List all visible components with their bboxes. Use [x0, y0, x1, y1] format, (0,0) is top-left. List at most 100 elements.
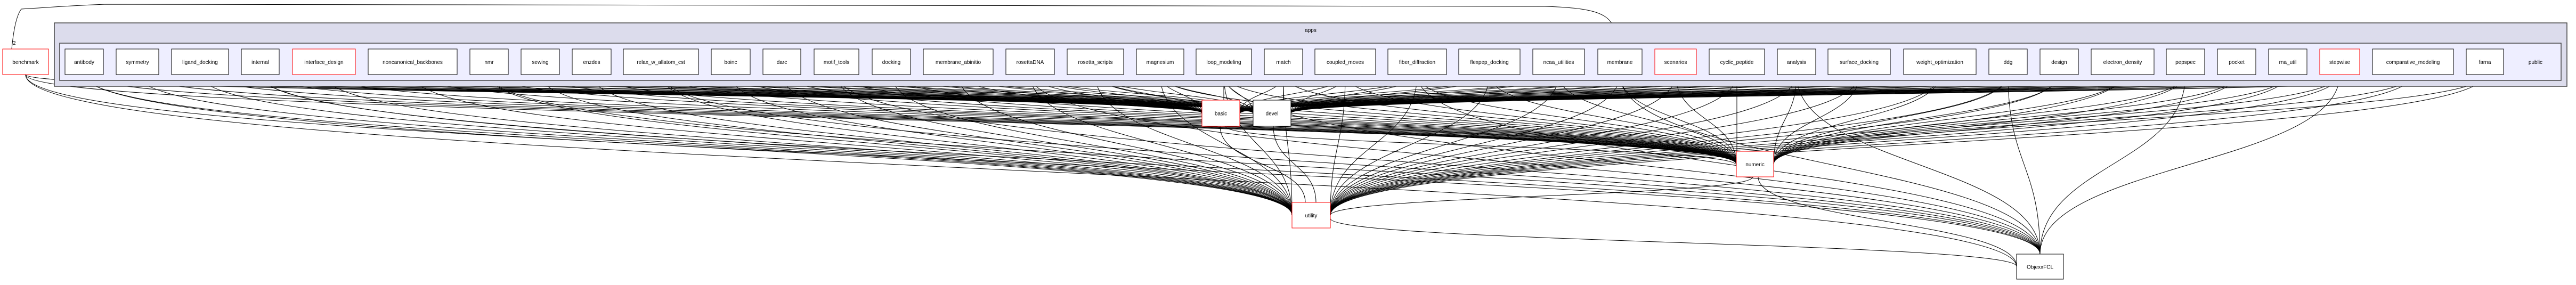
node-fiber-diffraction-box	[1387, 48, 1447, 75]
edge-rosetta_scripts-utility	[1095, 74, 1293, 216]
node-ncaa-utilities-label: ncaa_utilities	[1543, 60, 1574, 66]
edge-ddg-objexxfcl	[2008, 74, 2041, 255]
node-membrane-label: membrane	[1607, 60, 1633, 66]
node-darc[interactable]: darc	[762, 48, 801, 75]
node-rna-util-box	[2268, 48, 2307, 75]
node-rna-util[interactable]: rna_util	[2268, 48, 2307, 75]
node-surface-docking[interactable]: surface_docking	[1827, 48, 1891, 75]
node-antibody-box	[64, 48, 104, 75]
edge-comparative_modeling-utility	[1330, 74, 2414, 216]
node-rosetta-scripts[interactable]: rosetta_scripts	[1067, 48, 1124, 75]
node-farna[interactable]: farna	[2466, 48, 2504, 75]
node-internal[interactable]: internal	[241, 48, 280, 75]
edge-surface_docking-utility	[1330, 74, 1859, 216]
node-pepspec[interactable]: pepspec	[2166, 48, 2205, 75]
node-docking[interactable]: docking	[872, 48, 911, 75]
node-electron-density[interactable]: electron_density	[2091, 48, 2155, 75]
node-match[interactable]: match	[1264, 48, 1303, 75]
node-pocket[interactable]: pocket	[2217, 48, 2256, 75]
edge-pocket-utility	[1330, 74, 2237, 216]
node-utility[interactable]: utility	[1291, 202, 1331, 229]
node-antibody[interactable]: antibody	[64, 48, 104, 75]
node-motif-tools-box	[814, 48, 859, 75]
node-internal-box	[241, 48, 280, 75]
node-numeric[interactable]: numeric	[1736, 151, 1774, 177]
node-benchmark-label: benchmark	[12, 60, 39, 66]
node-stepwise-box	[2319, 48, 2360, 75]
node-sewing-box	[521, 48, 560, 75]
node-internal-label: internal	[251, 60, 269, 66]
node-rosettaDNA[interactable]: rosettaDNA	[1005, 48, 1055, 75]
edge-internal-numeric	[260, 74, 1737, 165]
node-magnesium-label: magnesium	[1147, 60, 1174, 66]
node-devel[interactable]: devel	[1253, 100, 1291, 127]
node-analysis[interactable]: analysis	[1777, 48, 1816, 75]
node-noncanonical-backbones[interactable]: noncanonical_backbones	[368, 48, 458, 75]
node-stepwise[interactable]: stepwise	[2319, 48, 2360, 75]
node-comparative-modeling-box	[2372, 48, 2454, 75]
node-darc-box	[762, 48, 801, 75]
edge-boinc-utility	[730, 74, 1293, 216]
node-objexxfcl-box	[2016, 254, 2064, 280]
node-fiber-diffraction[interactable]: fiber_diffraction	[1387, 48, 1447, 75]
node-devel-box	[1253, 100, 1291, 127]
node-farna-box	[2466, 48, 2504, 75]
apps-cluster-label: apps	[1305, 28, 1317, 34]
edge-basic-numeric	[1225, 126, 1737, 166]
node-sewing[interactable]: sewing	[521, 48, 560, 75]
node-interface-design[interactable]: interface_design	[292, 48, 356, 75]
node-design-label: design	[2051, 60, 2067, 66]
edge-interface_design-numeric	[323, 74, 1737, 165]
node-scenarios-box	[1654, 48, 1697, 75]
node-symmetry[interactable]: symmetry	[116, 48, 159, 75]
node-relax-w-allatom-cst[interactable]: relax_w_allatom_cst	[623, 48, 699, 75]
node-benchmark[interactable]: benchmark	[2, 48, 49, 75]
edge-ncaa_utilities-utility	[1330, 74, 1559, 216]
node-weight-optimization-label: weight_optimization	[1916, 60, 1963, 66]
node-loop-modeling[interactable]: loop_modeling	[1196, 48, 1252, 75]
node-boinc[interactable]: boinc	[711, 48, 751, 75]
node-ligand-docking[interactable]: ligand_docking	[171, 48, 229, 75]
node-magnesium-box	[1136, 48, 1184, 75]
node-membrane-abinitio[interactable]: membrane_abinitio	[923, 48, 994, 75]
node-enzdes[interactable]: enzdes	[572, 48, 612, 75]
node-analysis-label: analysis	[1787, 60, 1806, 66]
node-design[interactable]: design	[2039, 48, 2079, 75]
edge-nmr-objexxfcl	[489, 74, 2041, 255]
node-basic[interactable]: basic	[1201, 100, 1240, 127]
edge-motif_tools-utility	[836, 74, 1293, 216]
node-objexxfcl[interactable]: ObjexxFCL	[2016, 254, 2064, 280]
edge-design-utility	[1330, 74, 2060, 216]
node-weight-optimization[interactable]: weight_optimization	[1903, 48, 1977, 75]
edge-numeric-objexxfcl	[1758, 176, 2017, 267]
node-motif-tools[interactable]: motif_tools	[814, 48, 859, 75]
node-nmr[interactable]: nmr	[469, 48, 509, 75]
node-nmr-label: nmr	[484, 60, 494, 66]
node-ddg-label: ddg	[2004, 60, 2013, 66]
edge-rosettaDNA-objexxfcl	[1030, 74, 2041, 255]
node-ddg[interactable]: ddg	[1988, 48, 2028, 75]
node-coupled-moves[interactable]: coupled_moves	[1314, 48, 1376, 75]
node-ligand-docking-label: ligand_docking	[182, 60, 218, 66]
edge-count-label: 2	[13, 40, 16, 46]
node-objexxfcl-label: ObjexxFCL	[2027, 265, 2053, 271]
node-membrane[interactable]: membrane	[1597, 48, 1643, 75]
edge-nmr-utility	[489, 74, 1293, 216]
node-relax-w-allatom-cst-label: relax_w_allatom_cst	[637, 60, 685, 66]
node-devel-label: devel	[1266, 111, 1279, 117]
node-rosetta-scripts-box	[1067, 48, 1124, 75]
node-magnesium[interactable]: magnesium	[1136, 48, 1184, 75]
edge-docking-numeric	[891, 74, 1737, 165]
node-flexpep-docking[interactable]: flexpep_docking	[1458, 48, 1521, 75]
node-antibody-label: antibody	[74, 60, 94, 66]
node-comparative-modeling[interactable]: comparative_modeling	[2372, 48, 2454, 75]
node-weight-optimization-box	[1903, 48, 1977, 75]
node-ncaa-utilities[interactable]: ncaa_utilities	[1532, 48, 1585, 75]
node-cyclic-peptide[interactable]: cyclic_peptide	[1709, 48, 1765, 75]
edge-match-utility	[1283, 74, 1293, 216]
node-scenarios[interactable]: scenarios	[1654, 48, 1697, 75]
node-benchmark-box	[2, 48, 49, 75]
edge-scenarios-utility	[1330, 74, 1676, 216]
edge-analysis-objexxfcl	[1796, 74, 2041, 255]
node-ncaa-utilities-box	[1532, 48, 1585, 75]
